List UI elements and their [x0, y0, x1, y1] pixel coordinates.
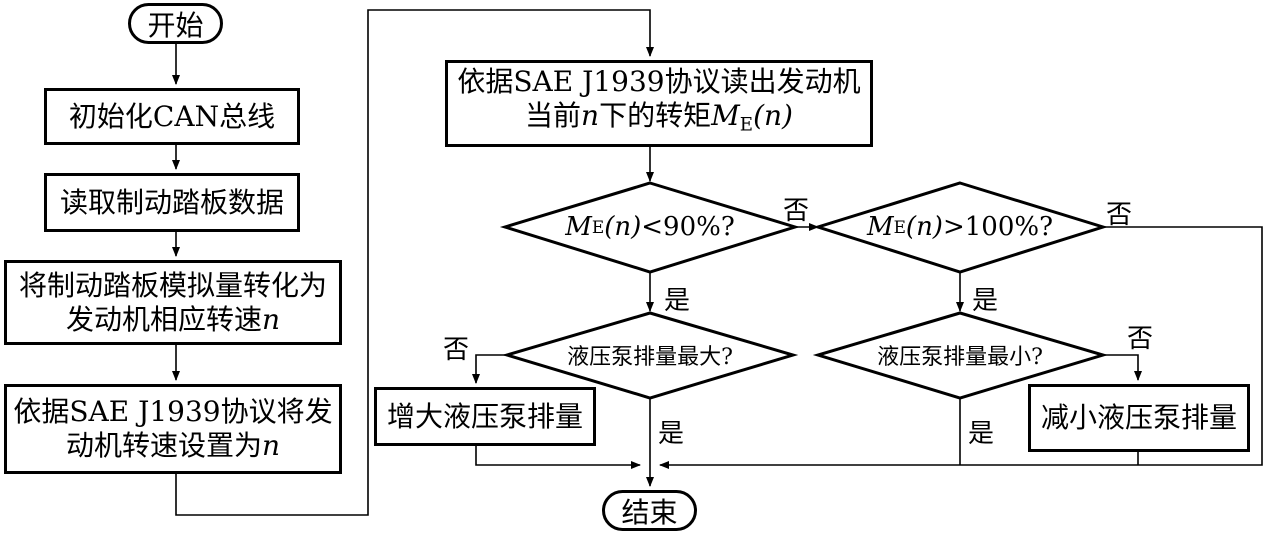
read-pedal-box: 读取制动踏板数据 — [44, 173, 300, 232]
end-label: 结束 — [621, 495, 678, 529]
increase-pump-label: 增大液压泵排量 — [386, 399, 583, 433]
decrease-pump-label: 减小液压泵排量 — [1040, 401, 1237, 434]
convert-speed-box: 将制动踏板模拟量转化为 发动机相应转速n — [4, 260, 342, 345]
read-torque-line1: 依据SAE J1939协议读出发动机 — [457, 64, 861, 98]
connector-increase-out — [475, 446, 641, 469]
label-no-decision2: 否 — [1106, 200, 1133, 230]
decision-pump-max-text: 液压泵排量最大? — [567, 345, 733, 370]
label-no-decision1: 否 — [783, 196, 810, 226]
decision-pump-min-shape — [812, 311, 1109, 400]
connector-set-to-torque — [175, 9, 654, 516]
decision-pump-min-text: 液压泵排量最小? — [877, 345, 1043, 370]
connector-decision2-no — [659, 226, 1263, 469]
decision-pump-max-shape — [501, 311, 799, 400]
start-label: 开始 — [147, 8, 204, 42]
connector-pumpmin-no — [1103, 354, 1142, 381]
increase-pump-box: 增大液压泵排量 — [374, 387, 596, 446]
convert-line2: 发动机相应转速n — [65, 302, 281, 336]
set-speed-line1: 依据SAE J1939协议将发 — [13, 395, 333, 428]
read-pedal-label: 读取制动踏板数据 — [59, 185, 284, 219]
decision-torque-gt100-shape — [812, 181, 1109, 274]
read-torque-line2: 当前n下的转矩ME(n) — [525, 98, 793, 136]
end-terminal: 结束 — [602, 490, 697, 531]
label-no-pump-max: 否 — [443, 335, 470, 365]
decrease-pump-box: 减小液压泵排量 — [1028, 384, 1250, 452]
label-yes-decision1: 是 — [664, 286, 691, 316]
label-yes-decision2: 是 — [972, 286, 999, 316]
set-speed-line2: 动机转速设置为n — [65, 429, 281, 462]
label-no-pump-min: 否 — [1127, 324, 1154, 354]
label-yes-pump-max: 是 — [658, 419, 685, 449]
set-speed-box: 依据SAE J1939协议将发 动机转速设置为n — [4, 384, 342, 474]
init-can-box: 初始化CAN总线 — [44, 88, 300, 145]
start-terminal: 开始 — [128, 3, 223, 44]
convert-line1: 将制动踏板模拟量转化为 — [18, 268, 327, 302]
read-torque-box: 依据SAE J1939协议读出发动机 当前n下的转矩ME(n) — [445, 60, 873, 147]
decision-torque-lt90-shape — [499, 181, 801, 274]
init-can-label: 初始化CAN总线 — [68, 99, 276, 133]
label-yes-pump-min: 是 — [968, 419, 995, 449]
connector-pumpmax-no — [472, 354, 507, 384]
